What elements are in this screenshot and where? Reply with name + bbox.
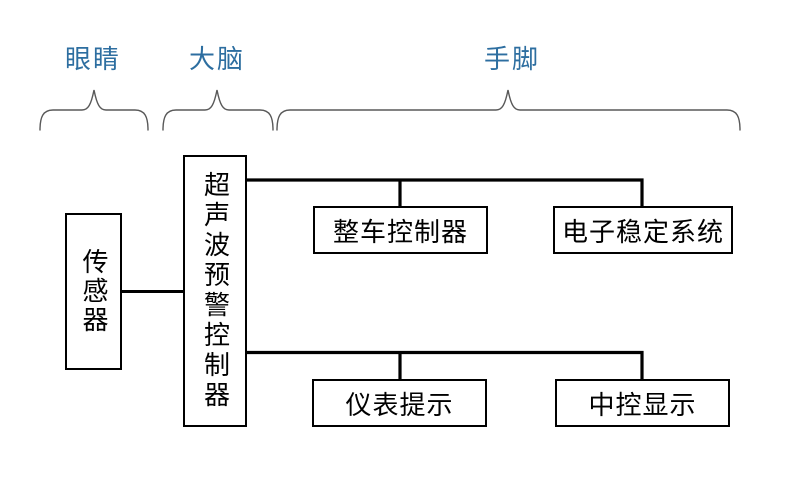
connector-top-branch: [246, 178, 644, 207]
group-label-eyes: 眼睛: [64, 44, 122, 74]
brace-eyes: [39, 89, 149, 131]
electronic-stability-system-box: 电子稳定系统: [553, 206, 733, 254]
center-control-display-box: 中控显示: [555, 379, 730, 427]
group-label-hands-feet: 手脚: [483, 44, 541, 74]
vehicle-controller-box: 整车控制器: [313, 206, 488, 254]
connector-bottom-branch: [246, 350, 644, 380]
instrument-prompt-box: 仪表提示: [312, 379, 487, 427]
brace-hands-feet: [276, 89, 741, 131]
sensor-box: 传感器: [65, 213, 122, 370]
ultrasonic-warning-controller-box: 超声波预警控制器: [183, 155, 247, 427]
brace-brain: [162, 89, 274, 131]
group-label-brain: 大脑: [188, 44, 246, 74]
